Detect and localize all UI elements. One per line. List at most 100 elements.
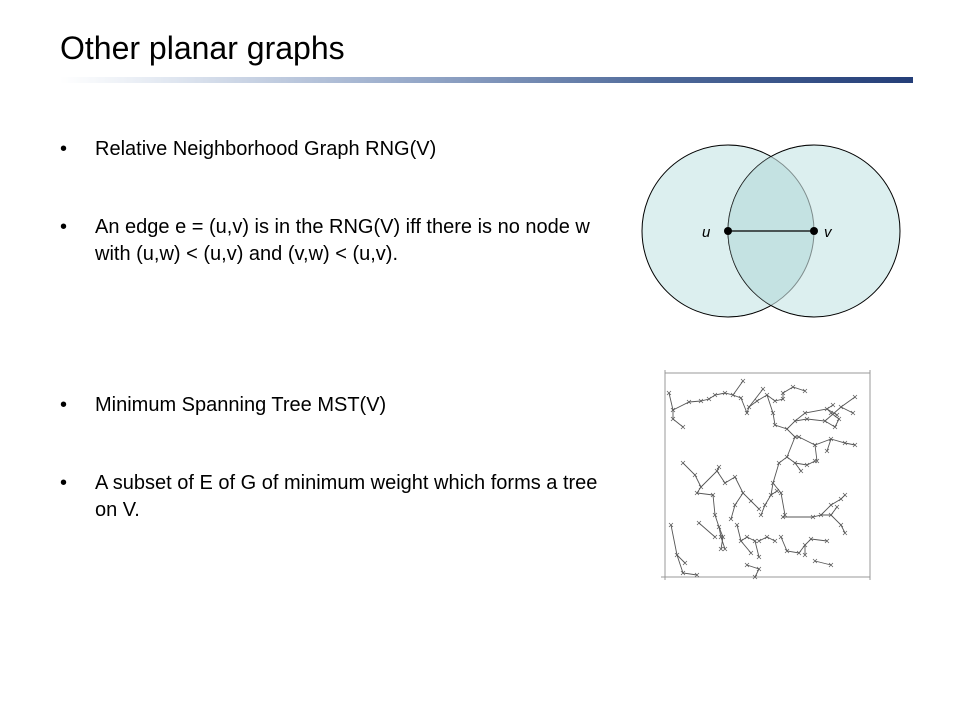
mst-node-marker: ×	[772, 537, 779, 546]
mst-node-marker: ×	[838, 521, 845, 530]
mst-node-marker: ×	[722, 479, 729, 488]
mst-node-marker: ×	[792, 417, 799, 426]
mst-node-marker: ×	[756, 505, 763, 514]
mst-node-marker: ×	[780, 513, 787, 522]
bullet-marker: •	[60, 216, 68, 238]
bullet-text: Minimum Spanning Tree MST(V)	[95, 394, 387, 416]
mst-node-marker: ×	[770, 479, 777, 488]
mst-node-marker: ×	[666, 389, 673, 398]
bullet-text: A subset of E of G of minimum weight whi…	[95, 472, 598, 521]
mst-node-marker: ×	[796, 433, 803, 442]
mst-example-diagram: ××××××××××××××××××××××××××××××××××××××××…	[661, 370, 871, 582]
mst-node-marker: ×	[802, 551, 809, 560]
mst-node-marker: ×	[718, 533, 725, 542]
mst-node-marker: ×	[716, 463, 723, 472]
mst-node-marker: ×	[718, 545, 725, 554]
mst-node-marker: ×	[744, 533, 751, 542]
mst-node-marker: ×	[752, 573, 759, 582]
mst-node-marker: ×	[746, 403, 753, 412]
mst-node-marker: ×	[802, 387, 809, 396]
mst-node-marker: ×	[792, 459, 799, 468]
mst-node-marker: ×	[752, 537, 759, 546]
mst-node-marker: ×	[824, 537, 831, 546]
mst-node-marker: ×	[682, 559, 689, 568]
mst-node-marker: ×	[740, 377, 747, 386]
mst-node-marker: ×	[744, 561, 751, 570]
mst-node-marker: ×	[776, 459, 783, 468]
mst-node-marker: ×	[758, 511, 765, 520]
mst-node-marker: ×	[764, 391, 771, 400]
mst-node-marker: ×	[838, 403, 845, 412]
mst-node-marker: ×	[828, 501, 835, 510]
mst-node-marker: ×	[756, 565, 763, 574]
mst-node-marker: ×	[834, 503, 841, 512]
mst-node-marker: ×	[812, 557, 819, 566]
mst-node-marker: ×	[740, 489, 747, 498]
mst-node-marker: ×	[804, 461, 811, 470]
mst-node-marker: ×	[772, 397, 779, 406]
mst-node-marker: ×	[842, 491, 849, 500]
mst-node-marker: ×	[768, 491, 775, 500]
mst-node-marker: ×	[828, 511, 835, 520]
mst-node-marker: ×	[770, 409, 777, 418]
mst-node-marker: ×	[738, 537, 745, 546]
mst-node-marker: ×	[832, 423, 839, 432]
mst-node-marker: ×	[824, 447, 831, 456]
mst-node-marker: ×	[782, 511, 789, 520]
mst-node-marker: ×	[734, 521, 741, 530]
mst-node-marker: ×	[738, 394, 745, 403]
mst-node-marker: ×	[686, 398, 693, 407]
mst-node-marker: ×	[710, 491, 717, 500]
mst-node-marker: ×	[830, 401, 837, 410]
mst-node-marker: ×	[778, 489, 785, 498]
mst-node-marker: ×	[792, 433, 799, 442]
mst-node-marker: ×	[762, 501, 769, 510]
mst-node-marker: ×	[774, 487, 781, 496]
mst-node-marker: ×	[706, 395, 713, 404]
mst-node-marker: ×	[748, 549, 755, 558]
mst-node-marker: ×	[764, 533, 771, 542]
mst-node-marker: ×	[760, 385, 767, 394]
mst-node-marker: ×	[836, 415, 843, 424]
bullet-item: • Relative Neighborhood Graph RNG(V)	[60, 136, 600, 163]
bullet-marker: •	[60, 138, 68, 160]
mst-node-marker: ×	[780, 395, 787, 404]
mst-node-marker: ×	[756, 537, 763, 546]
mst-node-marker: ×	[720, 533, 727, 542]
mst-node-marker: ×	[852, 441, 859, 450]
mst-node-marker: ×	[808, 535, 815, 544]
node-v-label: v	[824, 224, 833, 241]
mst-node-marker: ×	[802, 541, 809, 550]
title-divider	[60, 77, 913, 83]
mst-node-marker: ×	[722, 545, 729, 554]
mst-node-marker: ×	[822, 417, 829, 426]
mst-node-marker: ×	[716, 523, 723, 532]
mst-node-marker: ×	[810, 513, 817, 522]
mst-node-marker: ×	[812, 457, 819, 466]
mst-node-markers: ××××××××××××××××××××××××××××××××××××××××…	[666, 377, 859, 582]
mst-node-marker: ×	[818, 511, 825, 520]
mst-frame	[661, 370, 871, 580]
mst-node-marker: ×	[838, 495, 845, 504]
slide-title: Other planar graphs	[60, 30, 345, 66]
mst-node-marker: ×	[842, 439, 849, 448]
mst-node-marker: ×	[828, 435, 835, 444]
mst-node-marker: ×	[802, 409, 809, 418]
bullet-item: • An edge e = (u,v) is in the RNG(V) iff…	[60, 214, 600, 268]
mst-node-marker: ×	[772, 421, 779, 430]
bullet-marker: •	[60, 394, 68, 416]
mst-node-marker: ×	[696, 519, 703, 528]
mst-node-marker: ×	[680, 569, 687, 578]
mst-node-marker: ×	[694, 571, 701, 580]
mst-node-marker: ×	[712, 511, 719, 520]
mst-node-marker: ×	[790, 383, 797, 392]
lune-region	[728, 145, 814, 317]
mst-node-marker: ×	[728, 515, 735, 524]
bullet-text: An edge e = (u,v) is in the RNG(V) iff t…	[95, 216, 590, 265]
mst-node-marker: ×	[732, 473, 739, 482]
mst-node-marker: ×	[784, 547, 791, 556]
mst-node-marker: ×	[680, 459, 687, 468]
mst-node-marker: ×	[748, 497, 755, 506]
mst-node-marker: ×	[828, 561, 835, 570]
mst-node-marker: ×	[744, 409, 751, 418]
